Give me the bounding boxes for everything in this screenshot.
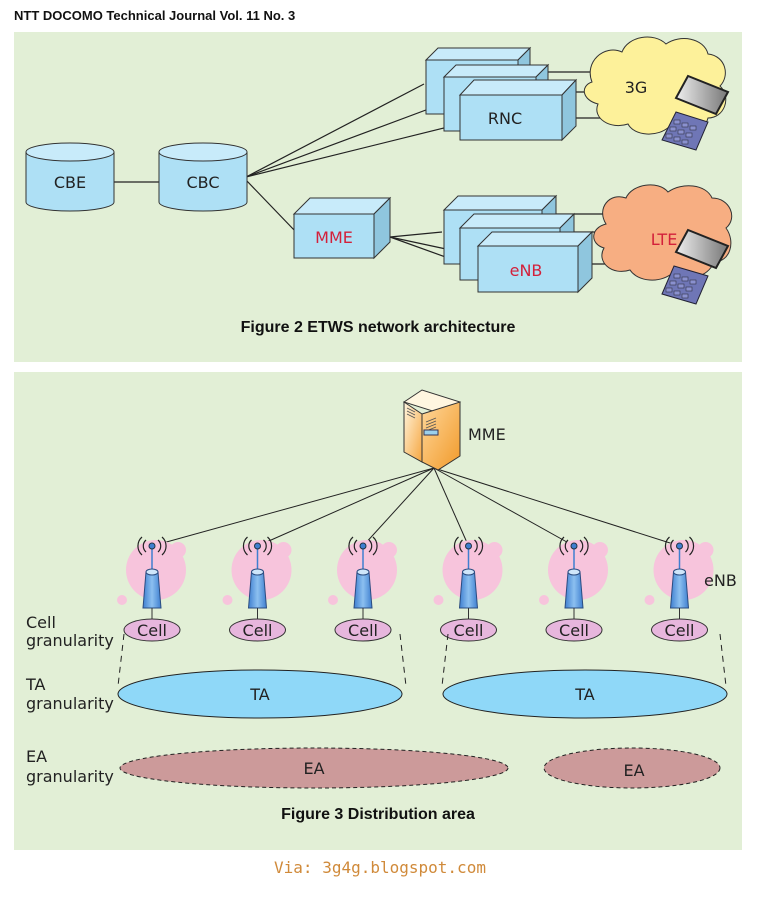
mobile-phone-icon <box>661 74 730 151</box>
antenna-icon <box>242 536 273 609</box>
mobile-phone-icon <box>661 228 730 305</box>
antenna-icon <box>559 536 589 609</box>
svg-text:TA: TA <box>25 675 46 694</box>
mme-server-icon: MME <box>402 389 506 471</box>
cloud-3g-label: 3G <box>625 78 648 97</box>
enb-site: Cell <box>644 536 714 642</box>
mme-to-enb-lines <box>151 467 680 547</box>
enb-label: eNB <box>704 571 737 590</box>
enb-site: Cell <box>539 536 608 642</box>
enb-site: Cell <box>117 536 186 642</box>
svg-text:granularity: granularity <box>26 631 114 650</box>
figure-2-panel: CBE CBC RNC MME <box>14 32 742 362</box>
etws-network-diagram: CBE CBC RNC MME <box>25 36 733 336</box>
mme-label: MME <box>468 425 506 444</box>
rnc-label: RNC <box>488 109 522 128</box>
figure-3-caption: Figure 3 Distribution area <box>281 806 475 823</box>
svg-text:granularity: granularity <box>26 767 114 786</box>
mme-link-line <box>433 467 575 547</box>
ta-label: TA <box>249 685 270 704</box>
mme-link-line <box>433 467 680 547</box>
enb-sites: Cell Cell Cell Cell Cell Cell <box>117 536 714 642</box>
cbc-node: CBC <box>158 142 248 212</box>
ta-area-2: TA <box>442 669 728 719</box>
ea-label: EA <box>303 759 324 778</box>
svg-text:granularity: granularity <box>26 694 114 713</box>
distribution-area-diagram: MME Cell Cell Cell Cell Cell Cell eNB TA TA E… <box>25 389 737 823</box>
cell-label: Cell <box>348 621 378 640</box>
cbc-label: CBC <box>186 173 219 192</box>
svg-text:Cell: Cell <box>26 613 56 632</box>
cell-label: Cell <box>137 621 167 640</box>
mme-node: MME <box>292 196 392 260</box>
figure-3-panel: MME Cell Cell Cell Cell Cell Cell eNB TA TA E… <box>14 372 742 850</box>
rnc-node-stack: RNC <box>424 46 578 142</box>
cloud-3g: 3G <box>583 36 727 135</box>
projection-lines <box>117 633 727 687</box>
enb-site: Cell <box>222 536 292 642</box>
svg-text:EA: EA <box>26 747 47 766</box>
cell-node: Cell <box>229 618 286 642</box>
cell-label: Cell <box>454 621 484 640</box>
journal-title: NTT DOCOMO Technical Journal Vol. 11 No.… <box>14 8 296 23</box>
enb-box-front: eNB <box>476 230 594 294</box>
mme-link-line <box>257 467 435 547</box>
figure-2-caption: Figure 2 ETWS network architecture <box>241 319 516 336</box>
antenna-icon <box>348 536 378 609</box>
mme-link-line <box>362 467 435 547</box>
enb-label: eNB <box>510 261 543 280</box>
enb-node-stack: eNB <box>442 194 594 294</box>
cell-node: Cell <box>440 618 497 642</box>
cell-node: Cell <box>545 618 603 642</box>
cell-node: Cell <box>123 618 181 642</box>
cbe-node: CBE <box>25 142 115 212</box>
mme-link-line <box>151 467 435 547</box>
cell-label: Cell <box>665 621 695 640</box>
antenna-icon <box>453 536 484 609</box>
rnc-box-front: RNC <box>458 78 578 142</box>
antenna-icon <box>137 536 167 609</box>
enb-site: Cell <box>328 536 397 642</box>
ta-area-1: TA <box>117 669 403 719</box>
cell-label: Cell <box>559 621 589 640</box>
cell-label: Cell <box>243 621 273 640</box>
ea-granularity-label: EA granularity <box>26 747 114 786</box>
cell-granularity-label: Cell granularity <box>26 613 114 650</box>
enb-site: Cell <box>433 536 503 642</box>
ea-area-1: EA <box>119 747 509 789</box>
mme-link-line <box>433 467 469 547</box>
cell-node: Cell <box>651 618 708 642</box>
ea-label: EA <box>623 761 644 780</box>
cloud-lte-label: LTE <box>651 230 678 249</box>
mme-label: MME <box>315 228 353 247</box>
ta-label: TA <box>574 685 595 704</box>
cell-node: Cell <box>334 618 392 642</box>
ea-area-2: EA <box>543 747 721 789</box>
cbe-label: CBE <box>54 173 86 192</box>
ta-granularity-label: TA granularity <box>25 675 114 713</box>
antenna-icon <box>664 536 695 609</box>
via-source-text: Via: 3g4g.blogspot.com <box>274 858 486 877</box>
